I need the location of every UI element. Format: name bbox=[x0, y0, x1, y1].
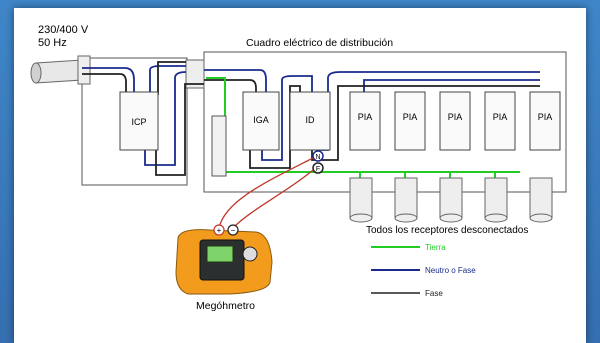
supply-frequency: 50 Hz bbox=[38, 37, 67, 49]
neutral-terminal: N bbox=[312, 150, 324, 162]
iga-device: IGA bbox=[242, 91, 280, 151]
meter-plus-terminal: + bbox=[213, 224, 225, 236]
iga-label: IGA bbox=[253, 115, 269, 125]
pia-5: PIA bbox=[529, 91, 561, 151]
cable-gland-2 bbox=[185, 59, 205, 89]
earth-terminal-strip bbox=[211, 115, 227, 177]
meter-plus-label: + bbox=[217, 226, 222, 235]
meter-minus-terminal: − bbox=[227, 224, 239, 236]
legend-label-phase: Fase bbox=[425, 289, 443, 298]
id-label: ID bbox=[306, 115, 316, 125]
neutral-terminal-label: N bbox=[315, 154, 320, 161]
pia-3-label: PIA bbox=[448, 112, 463, 122]
icp-device: ICP bbox=[119, 91, 159, 151]
phase-terminal-label: F bbox=[316, 166, 320, 173]
supply-voltage: 230/400 V bbox=[38, 24, 89, 36]
icp-label: ICP bbox=[131, 117, 146, 127]
megohmmeter bbox=[175, 229, 273, 295]
meter-minus-label: − bbox=[231, 226, 236, 235]
id-device: ID bbox=[289, 91, 331, 151]
receivers-label: Todos los receptores desconectados bbox=[366, 225, 528, 236]
pia-3: PIA bbox=[439, 91, 471, 151]
earth-wire bbox=[206, 77, 520, 178]
panel-title: Cuadro eléctrico de distribución bbox=[246, 37, 393, 49]
icp-enclosure bbox=[81, 57, 188, 186]
distribution-panel bbox=[203, 51, 567, 193]
pia-1-label: PIA bbox=[358, 112, 373, 122]
pia-1: PIA bbox=[349, 91, 381, 151]
neutral-wires bbox=[82, 65, 540, 166]
phase-terminal: F bbox=[312, 162, 324, 174]
diagram-sheet bbox=[14, 8, 586, 343]
pia-5-label: PIA bbox=[538, 112, 553, 122]
incoming-cable bbox=[30, 59, 83, 84]
output-cables bbox=[349, 177, 553, 223]
pia-2-label: PIA bbox=[403, 112, 418, 122]
pia-4-label: PIA bbox=[493, 112, 508, 122]
pia-2: PIA bbox=[394, 91, 426, 151]
legend: Tierra Neutro o Fase Fase bbox=[371, 243, 476, 298]
probe-leads bbox=[218, 157, 314, 229]
pia-4: PIA bbox=[484, 91, 516, 151]
meter-label: Megóhmetro bbox=[196, 300, 255, 312]
cable-gland-1 bbox=[77, 55, 91, 85]
legend-label-neutral: Neutro o Fase bbox=[425, 266, 476, 275]
legend-label-earth: Tierra bbox=[425, 243, 446, 252]
